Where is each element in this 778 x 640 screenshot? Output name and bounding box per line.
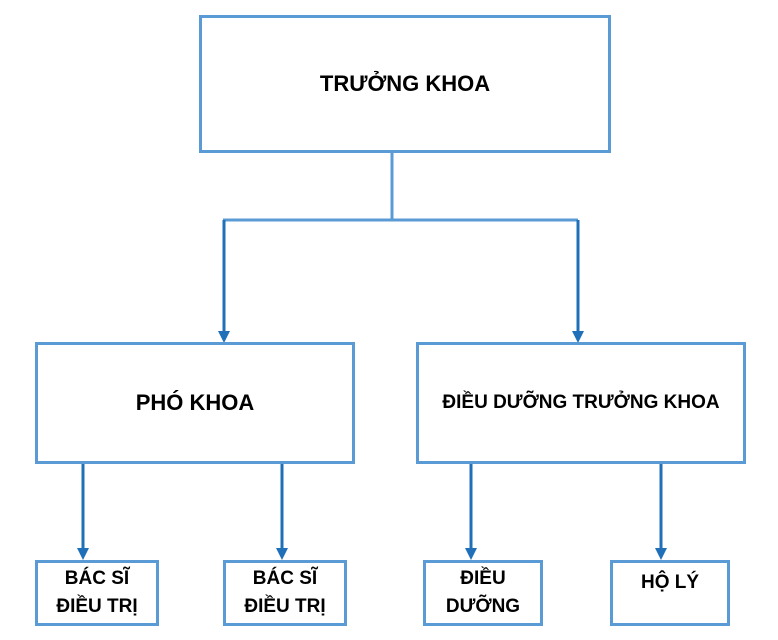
node-bac-si-dieu-tri-1: BÁC SĨ ĐIỀU TRỊ bbox=[35, 560, 159, 626]
node-pho-khoa: PHÓ KHOA bbox=[35, 342, 355, 464]
node-bac-si-dieu-tri-2: BÁC SĨ ĐIỀU TRỊ bbox=[223, 560, 347, 626]
node-dieu-duong-truong-khoa: ĐIỀU DƯỠNG TRƯỞNG KHOA bbox=[416, 342, 746, 464]
node-bac-si-2-line1: BÁC SĨ bbox=[252, 568, 318, 589]
node-ho-ly: HỘ LÝ bbox=[610, 560, 730, 626]
node-bac-si-2-line2: ĐIỀU TRỊ bbox=[244, 596, 326, 617]
node-dieu-duong-truong-khoa-label: ĐIỀU DƯỠNG TRƯỞNG KHOA bbox=[442, 392, 720, 413]
node-bac-si-1-line2: ĐIỀU TRỊ bbox=[56, 596, 138, 617]
node-ho-ly-label: HỘ LÝ bbox=[640, 572, 700, 593]
node-dieu-duong-line1: ĐIỀU bbox=[460, 568, 506, 589]
node-truong-khoa: TRƯỞNG KHOA bbox=[199, 15, 611, 153]
node-dieu-duong-line2: DƯỠNG bbox=[445, 596, 521, 617]
node-pho-khoa-label: PHÓ KHOA bbox=[135, 390, 255, 415]
node-dieu-duong: ĐIỀU DƯỠNG bbox=[423, 560, 543, 626]
node-bac-si-1-line1: BÁC SĨ bbox=[64, 568, 130, 589]
node-truong-khoa-label: TRƯỞNG KHOA bbox=[319, 71, 491, 96]
